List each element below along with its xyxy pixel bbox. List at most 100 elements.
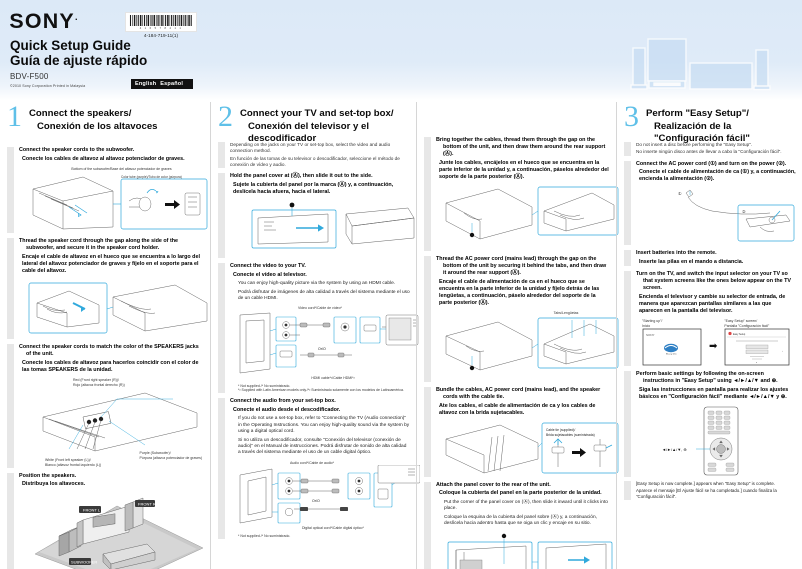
step-1-4-es: Distribuya los altavoces. [22,481,86,488]
fig-2-3-label-optical: Digital optical cord*/Cable digital ópti… [302,526,364,531]
fig-2-6-label-tie: Cable tie (supplied)/ [546,428,575,432]
step-2-7-es: Coloque la cubierta del panel en la part… [439,490,602,497]
step-2-2-es: Conecte el vídeo al televisor. [233,271,307,278]
fig-2-2-or-label: Or/O [318,347,326,351]
columns-container: 1 Connect the speakers/ Conexión de los … [0,102,802,569]
step-2-5: Thread the AC power cord (mains lead) th… [424,256,619,382]
step-1-2-en: Thread the speaker cord through the gap … [19,238,179,252]
figure-power-cord-routing: Tabs/Lengüetas [442,311,619,382]
section-3-heading: 3 Perform "Easy Setup"/ Realización de l… [624,102,796,145]
step-3-3-es: Encienda el televisor y cambie su select… [639,293,786,315]
fig-3-3-label-easysetup: "Easy Setup" screen/Pantalla "Configurac… [724,319,770,328]
section-3-final-en: [Easy Setup is now complete.] appears wh… [636,481,776,487]
step-3-2: Insert batteries into the remote. Insert… [624,250,796,266]
column-1: 1 Connect the speakers/ Conexión de los … [0,102,210,569]
step-1-3-es: Conecte los cables de altavoz para hacer… [22,359,199,374]
fig-3-1-illustration: ① ② [678,190,795,242]
tag-front-l: FRONT L [83,508,101,513]
fig-2-2-illustration: Or/O [239,312,419,374]
doc-title-es: Guía de ajuste rápido [10,53,148,68]
svg-text:Easy Setup: Easy Setup [733,333,746,336]
barcode: 4 1 6 5 7 8 4 1 1 [125,12,197,32]
step-2-1-es: Sujete la cubierta del panel por la marc… [233,181,394,195]
svg-text:②: ② [742,209,746,214]
fig-1-3-label-purple: Purple (Subwoofer)/Púrpura (altavoz pote… [139,451,202,460]
figure-speaker-placement: SUBWOOFER FRONT L FRONT R [25,492,204,569]
section-2-title-en: Connect your TV and set-top box/ [240,108,394,119]
step-1-1-en: Connect the speaker cords to the subwoof… [19,147,135,153]
step-2-4-en: Bring together the cables, thread them t… [436,137,606,158]
step-2-4: Bring together the cables, thread them t… [424,137,619,252]
step-1-3: Connect the speaker cords to match the c… [7,344,204,468]
header-band: SONY. [0,0,802,100]
figure-panel-cover-remove [236,200,415,258]
step-3-4-es: Siga las instrucciones en pantalla para … [639,387,789,401]
fig-2-2-label-hdmi: HDMI cable*²/Cable HDMI*² [311,375,355,380]
fig-2-5-illustration [445,317,619,371]
section-1-title-es: Conexión de los altavoces [37,120,158,132]
column-3: Bring together the cables, thread them t… [416,102,619,569]
step-2-6: Bundle the cables, AC power cord (mains … [424,386,619,477]
step-1-2: Thread the speaker cord through the gap … [7,238,208,340]
fig-2-3-or-label: Or/O [312,499,320,503]
step-2-3-body-es: Si no utiliza un descodificador, consult… [238,437,407,456]
doc-title-en: Quick Setup Guide [10,38,131,53]
section-3-title-es: Realización de la "Configuración fácil" [654,120,750,145]
section-1-titles: Connect the speakers/ Conexión de los al… [29,108,158,133]
fig-2-2-fn2: *² Supplied with Latin American models o… [238,388,404,393]
step-3-4-en: Perform basic settings by following the … [636,371,778,385]
arrow-right-icon: ➡ [709,341,718,353]
svg-text:›: › [782,350,783,353]
step-2-7-body-es: Coloque la esquina de la cubierta del pa… [444,514,597,527]
fig-1-1-illustration [32,177,208,230]
step-1-3-en: Connect the speaker cords to match the c… [19,344,199,358]
fig-2-6-label-tie-es: Brida sujetacables (suministrada) [546,433,595,437]
step-3-1: Connect the AC power cord (①) and turn o… [624,160,796,246]
step-2-3-es: Conecte el audio desde el descodificador… [233,406,341,413]
section-2-number: 2 [218,100,233,133]
section-3-titles: Perform "Easy Setup"/ Realización de la … [646,108,796,146]
step-2-7-body-en: Put the corner of the panel cover on (Ⓐ)… [444,499,608,512]
step-2-4-es: Junte los cables, encájelos en el hueco … [439,159,609,180]
step-2-5-en: Thread the AC power cord (mains lead) th… [436,256,607,277]
model-number: BDV-F500 [10,72,49,81]
section-1-number: 1 [7,100,22,133]
figure-video-connection: Video cord*/Cable de vídeo* [236,306,419,380]
fig-1-3-label-red: Red (Front right speaker (R))/Rojo (alta… [73,378,125,387]
fig-1-3-illustration [42,393,198,452]
step-1-2-es: Encaje el cable de altavoz en el hueco q… [22,253,200,275]
step-2-2: Connect the video to your TV. Conecte el… [218,262,419,394]
fig-1-2-illustration [28,282,208,334]
step-2-3: Connect the audio from your set-top box.… [218,398,420,539]
language-es: Español [160,81,184,87]
fig-2-7-illustration [447,533,613,569]
fig-2-2-fn1: * Not supplied./* No suministrado. [238,383,291,388]
step-2-3-en: Connect the audio from your set-top box. [230,398,336,405]
step-2-7-en: Attach the panel cover to the rear of th… [436,481,551,488]
fig-3-3-screen-startup: SONY Blu-ray Disc [642,328,702,366]
step-2-7: Attach the panel cover to the rear of th… [424,481,613,569]
section-3-final-es: Aparece el mensaje [El Ajuste fácil se h… [636,488,777,500]
section-3-number: 3 [624,100,639,133]
fig-2-3-illustration: Or/O [239,465,420,524]
step-2-6-en: Bundle the cables, AC power cord (mains … [436,386,601,400]
step-2-2-body-en: You can enjoy high-quality picture via t… [238,281,396,287]
fig-2-3-footnote: * Not supplied./* No suministrado. [230,534,410,539]
copyright-line: ©2010 Sony Corporation Printed in Malays… [10,84,86,88]
step-2-3-body-en: If you do not use a set-top box, refer t… [238,416,410,435]
figure-audio-connection: Audio cord*/Cable de audio* [236,461,420,531]
section-3-title-en: Perform "Easy Setup"/ [646,108,749,119]
section-2-heading: 2 Connect your TV and set-top box/ Conex… [218,102,410,145]
step-3-4: Perform basic settings by following the … [624,371,796,478]
fig-2-1-illustration [251,202,415,249]
svg-text:①: ① [678,191,682,196]
column-4: 3 Perform "Easy Setup"/ Realización de l… [616,102,802,569]
step-2-2-en: Connect the video to your TV. [230,262,306,269]
figure-remote-control: ◄/►/▲/▼, ⊕ [642,405,796,477]
section-2-intro-en: Depending on the jacks on your TV or set… [230,142,391,154]
step-1-1-es: Conecte los cables de altavoz al altavoz… [22,155,185,162]
step-2-3-body: If you do not use a set-top box, refer t… [230,416,410,456]
barcode-number: 4-184-719-11(1) [143,33,179,38]
